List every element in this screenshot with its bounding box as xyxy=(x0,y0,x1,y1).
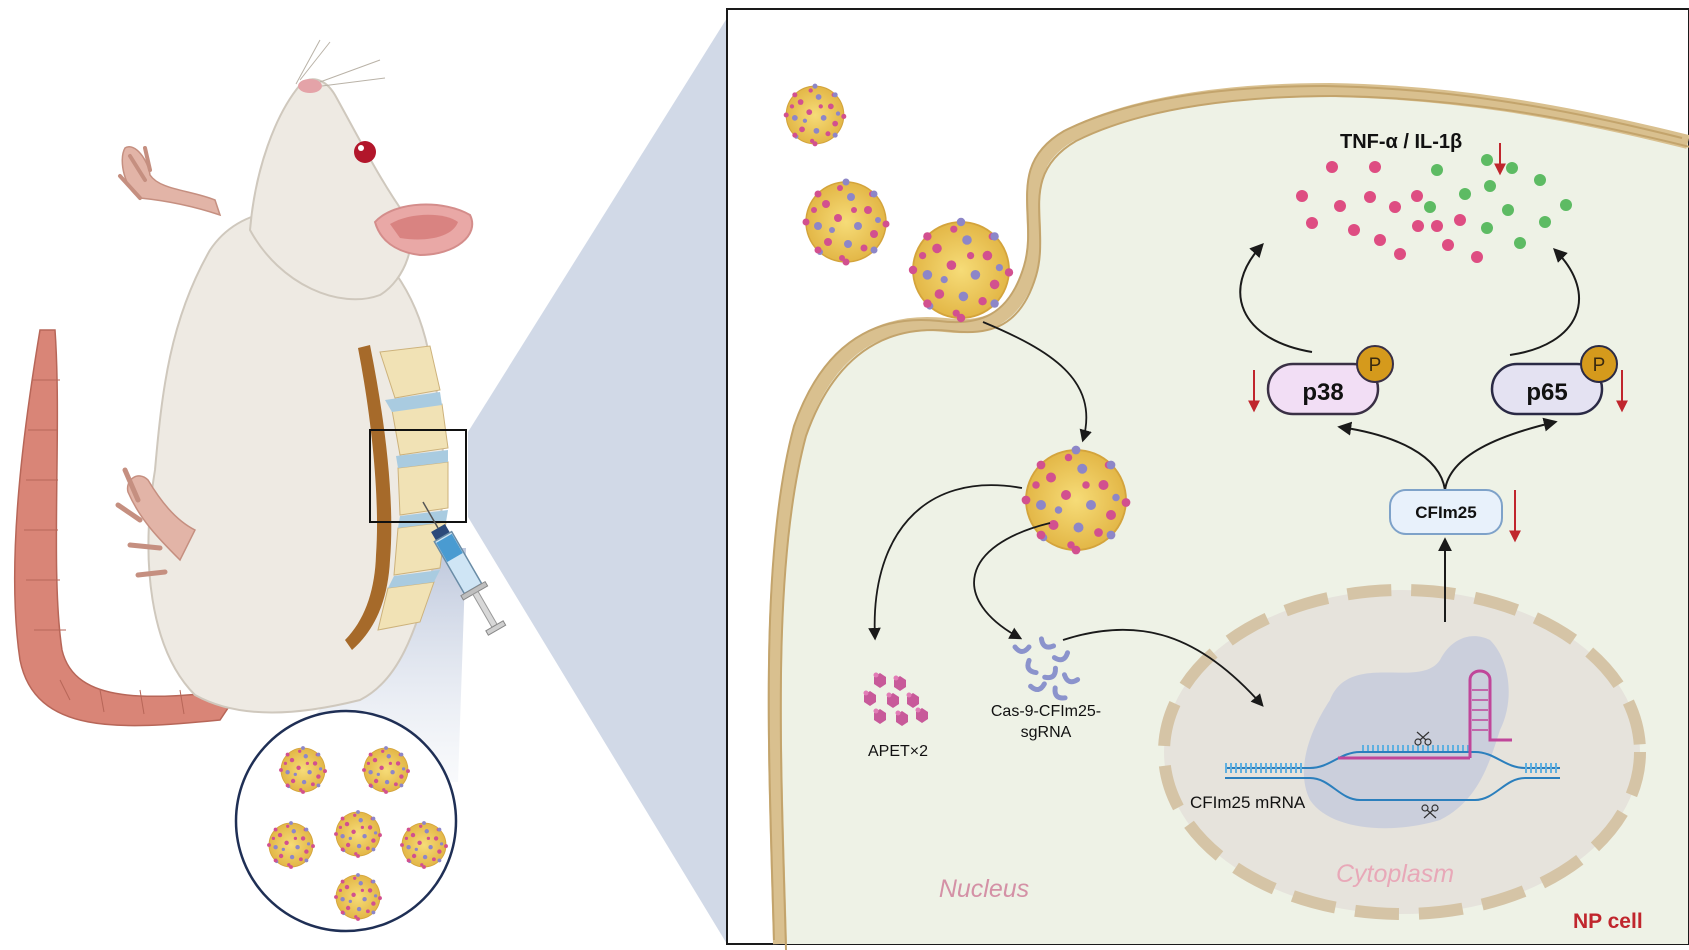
nuclear-envelope xyxy=(1158,584,1646,920)
zoom-cone xyxy=(468,18,727,944)
nanoparticle-icon xyxy=(801,177,891,267)
nanoparticle-icon xyxy=(783,83,847,147)
nanoparticle-icon xyxy=(361,745,411,795)
phospho-badge xyxy=(1580,345,1618,383)
p65-node xyxy=(1490,345,1618,416)
cytokine-label: TNF-α / IL-1β xyxy=(1340,131,1462,153)
nanoparticle-icon xyxy=(399,820,449,870)
cas9-label-line2: sgRNA xyxy=(1021,724,1072,741)
nanoparticle-icon xyxy=(907,216,1015,324)
apet-label: APET×2 xyxy=(868,743,928,760)
nucleus-label: Nucleus xyxy=(939,875,1029,903)
mrna-strands xyxy=(1225,669,1560,819)
cell-panel: TNF-α / IL-1β p38 p65 P P CFIm25 APET×2 … xyxy=(726,8,1689,950)
rat-illustration xyxy=(13,39,473,727)
cas9-label-line1: Cas-9-CFIm25- xyxy=(991,703,1101,720)
cflm25-label: CFIm25 xyxy=(1415,503,1476,522)
phospho-badge xyxy=(1356,345,1394,383)
nanoparticle-icon xyxy=(333,809,383,859)
np-cell-label: NP cell xyxy=(1573,910,1643,933)
cytoplasm-label: Cytoplasm xyxy=(1336,860,1454,888)
p65-label: p65 xyxy=(1526,379,1567,406)
nanoparticle-icon xyxy=(1020,444,1132,556)
nanoparticle-icon xyxy=(278,745,328,795)
phospho-label: P xyxy=(1369,355,1382,376)
p38-label: p38 xyxy=(1302,379,1343,406)
mrna-label: CFIm25 mRNA xyxy=(1190,793,1306,812)
cflm25-node xyxy=(1389,489,1503,535)
p38-node xyxy=(1266,345,1394,416)
phospho-label: P xyxy=(1593,355,1606,376)
nanoparticle-inset xyxy=(234,709,458,933)
nanoparticle-icon xyxy=(333,872,383,922)
nanoparticle-icon xyxy=(266,820,316,870)
cytokine-dots xyxy=(1296,154,1572,263)
syringe-icon xyxy=(422,501,507,636)
